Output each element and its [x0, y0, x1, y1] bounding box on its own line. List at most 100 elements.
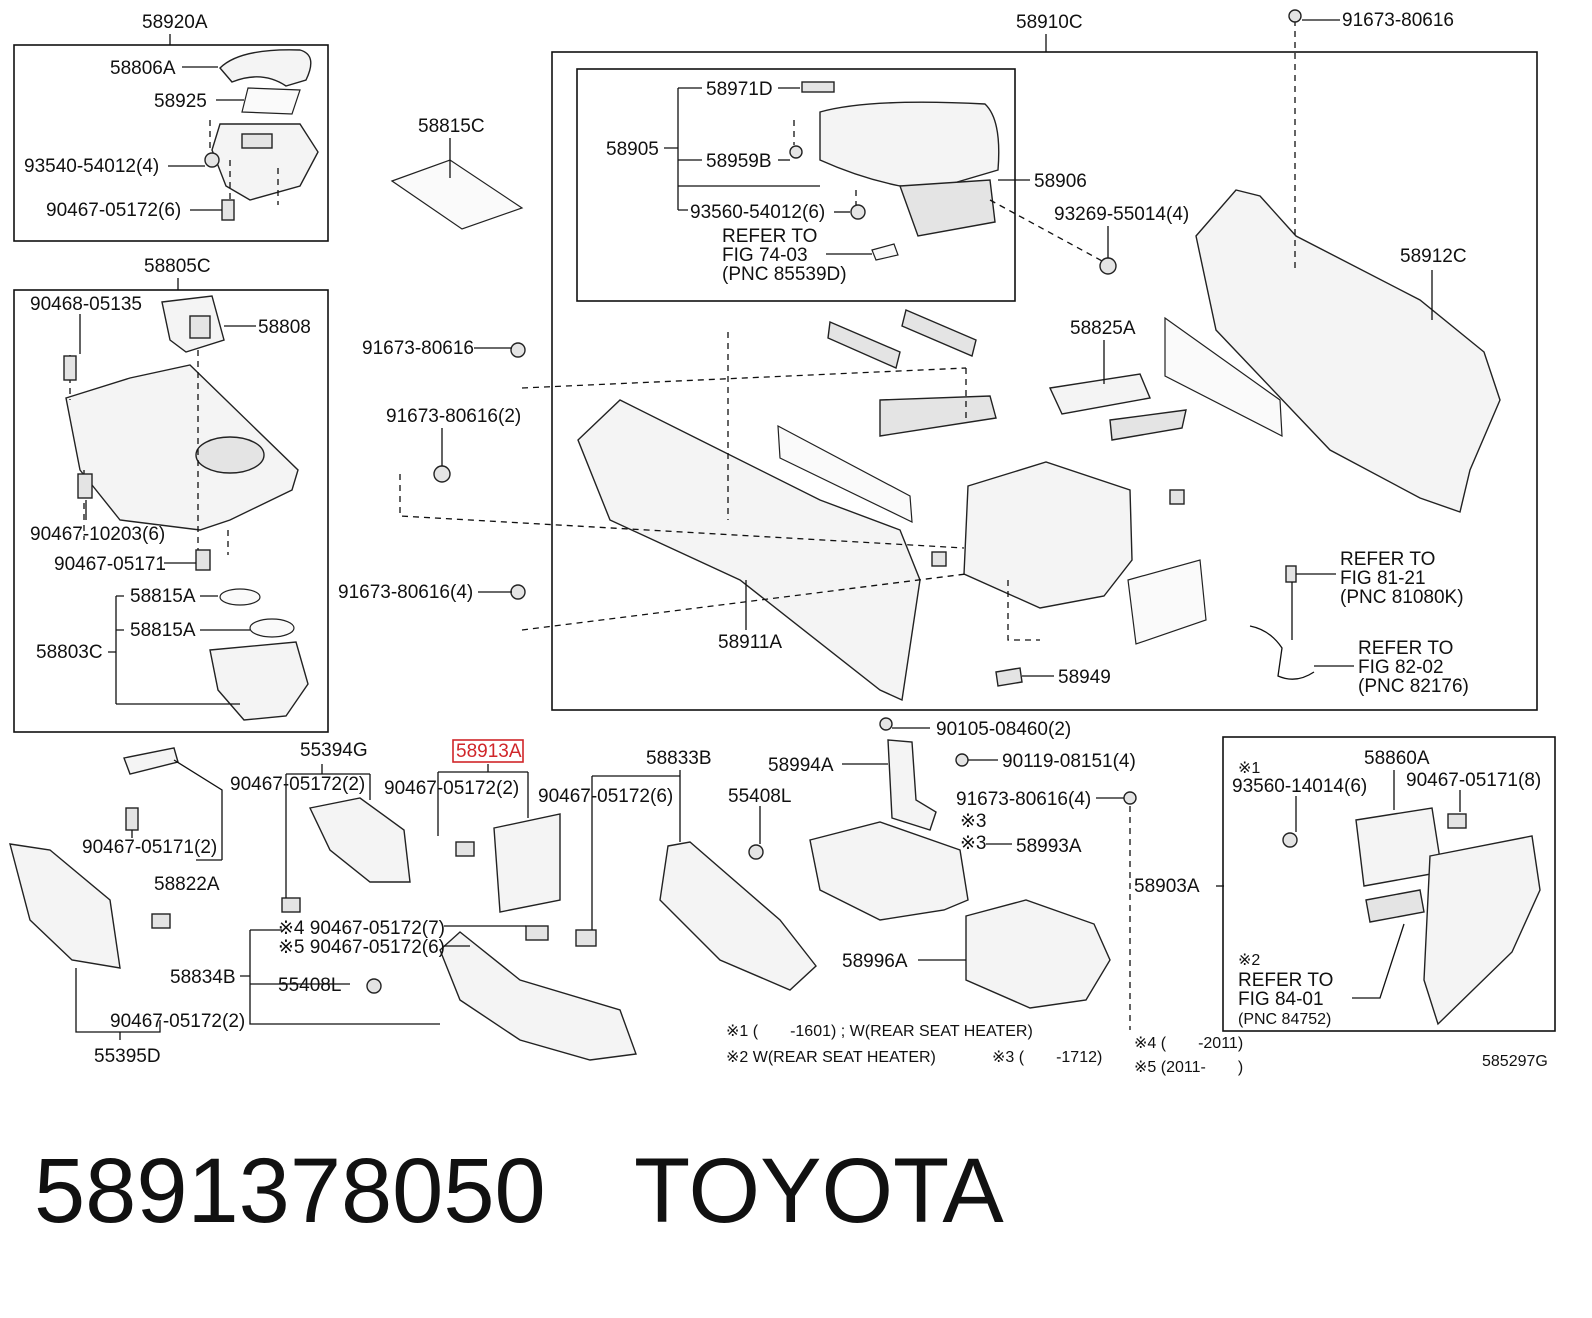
label-refer1-line2[interactable]: FIG 74-03 [722, 245, 808, 266]
part-bracket-a [827, 320, 901, 369]
label-55408L-b[interactable]: 55408L [278, 975, 341, 996]
box-58920A [13, 44, 329, 242]
part-55394G [308, 797, 411, 883]
label-90119[interactable]: 90119-08151(4) [1002, 751, 1136, 772]
label-58903A[interactable]: 58903A [1134, 876, 1200, 897]
label-90105[interactable]: 90105-08460(2) [936, 719, 1071, 740]
label-58806A[interactable]: 58806A [110, 58, 176, 79]
part-90468-clip [63, 355, 77, 381]
part-58912C [1195, 189, 1501, 513]
label-90467-10203[interactable]: 90467-10203(6) [30, 524, 165, 545]
leader-55394G-bracket [285, 764, 371, 898]
label-58912C[interactable]: 58912C [1400, 246, 1467, 267]
label-58822A[interactable]: 58822A [154, 874, 220, 895]
label-58959B[interactable]: 58959B [706, 151, 772, 172]
part-90467-05171-8-clip [1447, 813, 1467, 829]
label-90467-05172-2c[interactable]: 90467-05172(2) [110, 1011, 245, 1032]
label-58993A[interactable]: 58993A [1016, 836, 1082, 857]
label-58833B[interactable]: 58833B [646, 748, 712, 769]
part-bracket-b [901, 309, 977, 357]
label-55395D[interactable]: 55395D [94, 1046, 161, 1067]
label-refer4-line1[interactable]: REFER TO [1238, 970, 1333, 991]
part-93560-14014-screw [1282, 832, 1298, 848]
label-91673-a[interactable]: 91673-80616 [362, 338, 474, 359]
label-58925[interactable]: 58925 [154, 91, 207, 112]
box-58910C [551, 51, 1538, 711]
label-93540[interactable]: 93540-54012(4) [24, 156, 159, 177]
label-refer2-line1[interactable]: REFER TO [1340, 549, 1435, 570]
label-refer3-line2[interactable]: FIG 82-02 [1358, 657, 1444, 678]
label-91673-top[interactable]: 91673-80616 [1342, 10, 1454, 31]
label-58905[interactable]: 58905 [606, 139, 659, 160]
part-58993A [809, 821, 969, 921]
label-58971D[interactable]: 58971D [706, 79, 773, 100]
label-90467-05171-a[interactable]: 90467-05171 [54, 554, 166, 575]
label-90467-05172-6a[interactable]: 90467-05172(6) [46, 200, 181, 221]
label-55408L-a[interactable]: 55408L [728, 786, 791, 807]
note-2: ※2 W(REAR SEAT HEATER) [726, 1049, 936, 1066]
part-cupholder-ring [195, 436, 265, 474]
label-90467-05171-8[interactable]: 90467-05171(8) [1406, 770, 1541, 791]
label-93560-14014[interactable]: 93560-14014(6) [1232, 776, 1367, 797]
part-58959B-screw [789, 145, 803, 159]
label-90468[interactable]: 90468-05135 [30, 294, 142, 315]
label-refer4-line3[interactable]: (PNC 84752) [1238, 1011, 1331, 1028]
dashes-brackets [521, 332, 967, 520]
part-58825A [1048, 373, 1151, 415]
label-58815C[interactable]: 58815C [418, 116, 485, 137]
box-58905 [576, 68, 1016, 302]
label-58805C[interactable]: 58805C [144, 256, 211, 277]
part-58815C [390, 159, 524, 230]
label-refer3-line3[interactable]: (PNC 82176) [1358, 676, 1469, 697]
label-90467-05172-6b[interactable]: 90467-05172(6) [538, 786, 673, 807]
label-58994A[interactable]: 58994A [768, 755, 834, 776]
part-58906-hinge [899, 179, 996, 237]
label-91673-4b[interactable]: 91673-80616(4) [956, 789, 1091, 810]
label-58996A[interactable]: 58996A [842, 951, 908, 972]
label-91673-2[interactable]: 91673-80616(2) [386, 406, 521, 427]
leader-58833B-bracket [591, 770, 681, 930]
label-58913A[interactable]: 58913A [456, 741, 522, 762]
note-5: ※5 (2011- ) [1134, 1059, 1243, 1076]
part-58911A [577, 399, 921, 702]
label-90467-05172-2a[interactable]: 90467-05172(2) [230, 774, 365, 795]
label-58920A[interactable]: 58920A [142, 12, 208, 33]
note-1: ※1 ( -1601) ; W(REAR SEAT HEATER) [726, 1023, 1033, 1040]
label-58949[interactable]: 58949 [1058, 667, 1111, 688]
label-refer2-line2[interactable]: FIG 81-21 [1340, 568, 1426, 589]
label-58815A-2[interactable]: 58815A [130, 620, 196, 641]
label-refer2-line3[interactable]: (PNC 81080K) [1340, 587, 1464, 608]
label-58825A[interactable]: 58825A [1070, 318, 1136, 339]
label-refer3-line1[interactable]: REFER TO [1358, 638, 1453, 659]
part-clip-right [1169, 489, 1185, 505]
label-refer4-line2[interactable]: FIG 84-01 [1238, 989, 1324, 1010]
label-5-90467[interactable]: ※5 90467-05172(6) [278, 937, 445, 958]
label-58911A[interactable]: 58911A [718, 632, 782, 653]
label-58815A-1[interactable]: 58815A [130, 586, 196, 607]
part-90119-bolt [955, 753, 969, 767]
label-58906[interactable]: 58906 [1034, 171, 1087, 192]
label-90467-05171-2[interactable]: 90467-05171(2) [82, 837, 217, 858]
label-93560-54012[interactable]: 93560-54012(6) [690, 202, 825, 223]
part-58834B [439, 931, 637, 1061]
leader-refer2 [1291, 573, 1336, 640]
part-clip-mid [931, 551, 947, 567]
label-93269[interactable]: 93269-55014(4) [1054, 204, 1189, 225]
label-90467-05172-2b[interactable]: 90467-05172(2) [384, 778, 519, 799]
label-58860A[interactable]: 58860A [1364, 748, 1430, 769]
label-58834B[interactable]: 58834B [170, 967, 236, 988]
label-91673-4[interactable]: 91673-80616(4) [338, 582, 473, 603]
leader-58834B-bracket [240, 929, 440, 1025]
label-55394G[interactable]: 55394G [300, 740, 368, 761]
part-bracket-c [879, 395, 997, 437]
label-refer1-line3[interactable]: (PNC 85539D) [722, 264, 847, 285]
label-58803C[interactable]: 58803C [36, 642, 103, 663]
label-58910C[interactable]: 58910C [1016, 12, 1083, 33]
part-58971D [801, 81, 835, 93]
label-58808[interactable]: 58808 [258, 317, 311, 338]
part-91673-4b-bolt [1123, 791, 1137, 805]
part-58803C-cupholder [209, 641, 309, 721]
label-refer1-line1[interactable]: REFER TO [722, 226, 817, 247]
part-refer2-connector [1285, 565, 1297, 583]
label-4-90467[interactable]: ※4 90467-05172(7) [278, 918, 445, 939]
